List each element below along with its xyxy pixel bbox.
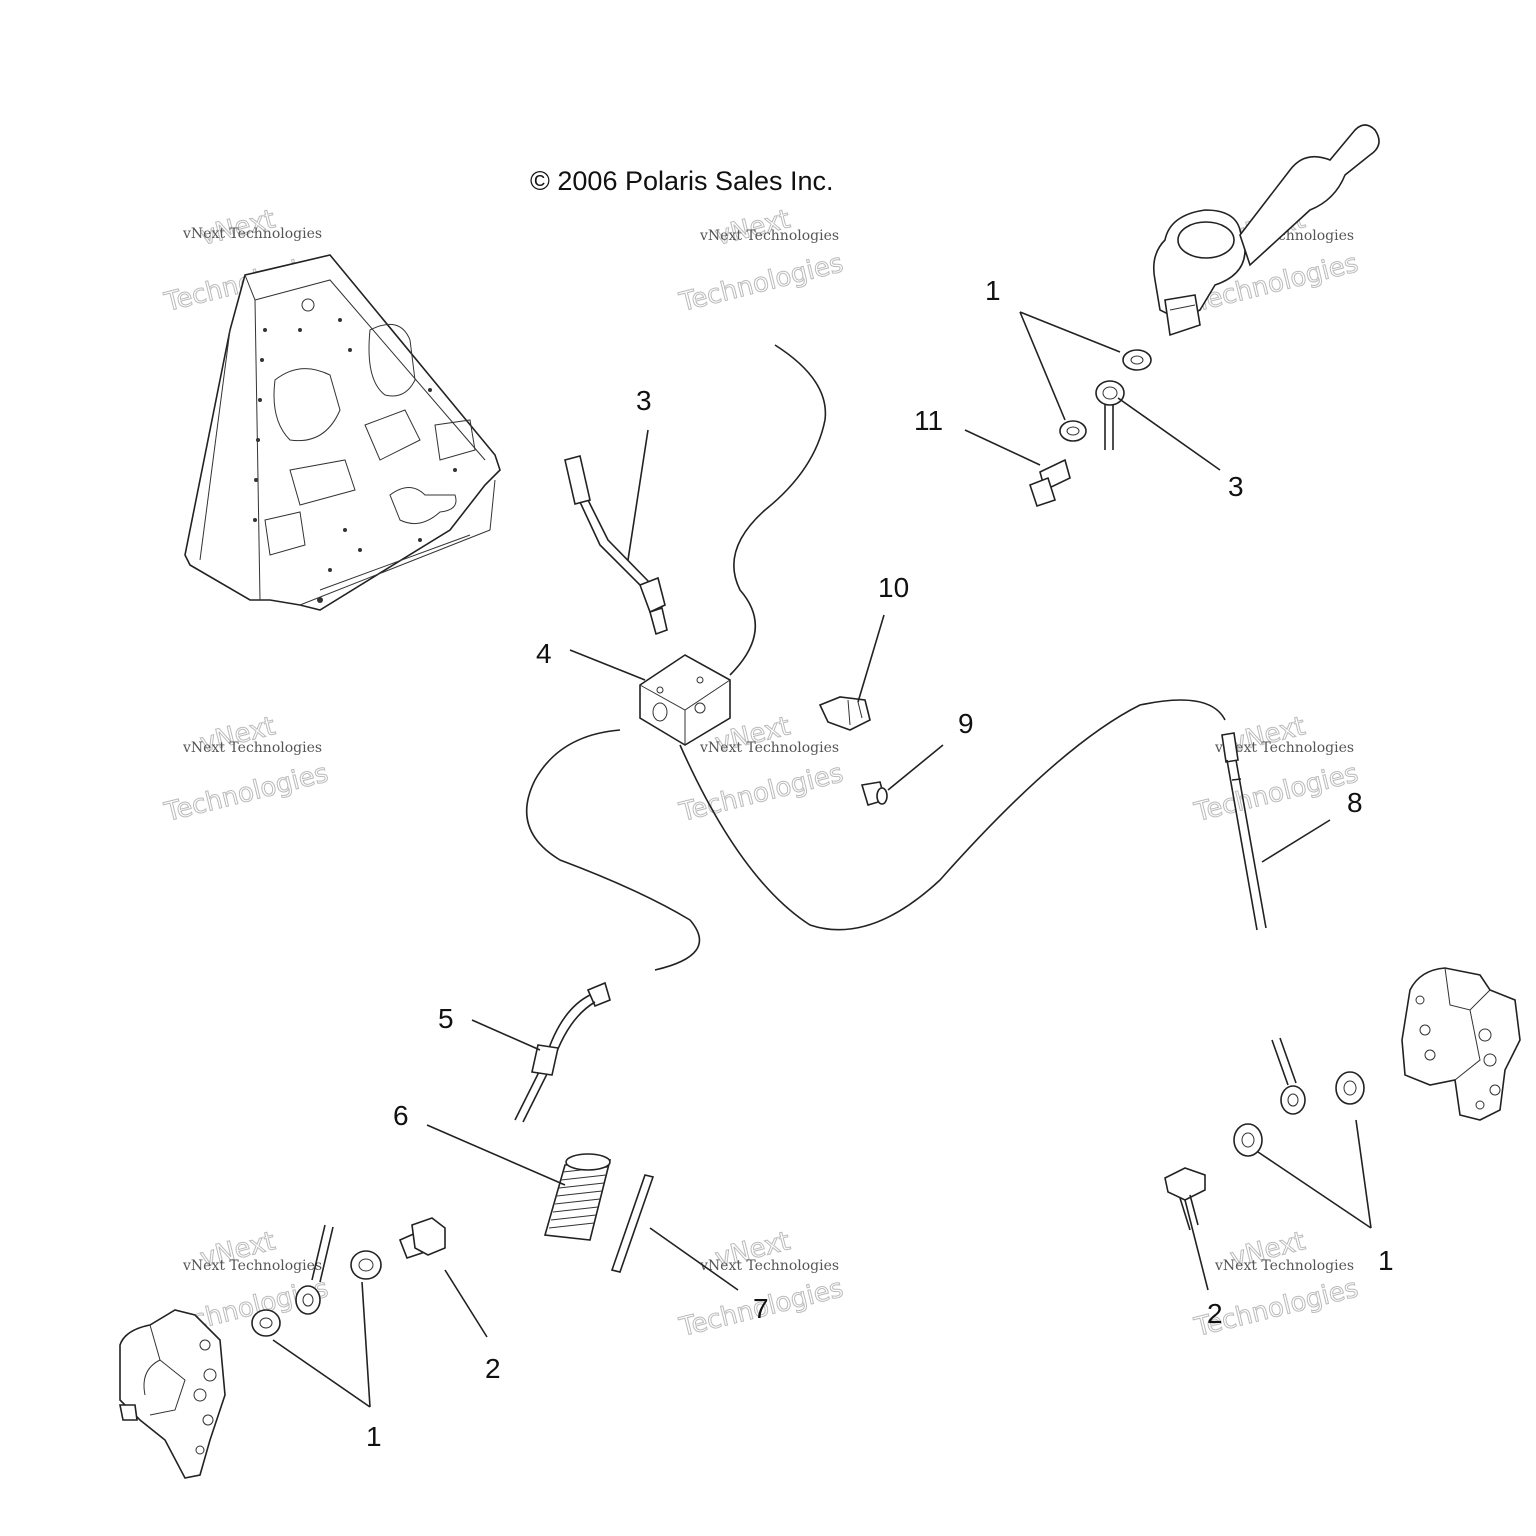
- banjo-bolt: [1029, 458, 1071, 508]
- watermark-text: vNext Technologies: [182, 226, 322, 242]
- distribution-block: [639, 654, 731, 746]
- caliper-hose-right: [1271, 1037, 1306, 1115]
- brake-line-stub: [1104, 405, 1114, 450]
- washer: [1335, 1071, 1365, 1105]
- brake-line-lower: [514, 981, 611, 1123]
- washer-hole: [259, 1317, 273, 1329]
- banjo-fitting: [1095, 380, 1125, 406]
- watermark-mid-left: vNext vNext Technologies Technologies: [160, 711, 331, 829]
- callout-label: 11: [914, 405, 943, 436]
- callout-label: 5: [438, 1003, 454, 1034]
- leader-lines: [272, 311, 1372, 1408]
- watermark-text-outline: Technologies: [1191, 758, 1361, 828]
- callout-label: 2: [1207, 1298, 1223, 1329]
- bolt-9: [860, 781, 888, 806]
- washer: [251, 1309, 281, 1337]
- watermark-bottom-center: vNext vNext Technologies Technologies: [675, 1226, 846, 1344]
- washer: [1233, 1123, 1263, 1157]
- callout-label: 3: [636, 385, 652, 416]
- caliper-hose-left: [295, 1224, 334, 1315]
- callout-label: 1: [985, 275, 1001, 306]
- callout-label: 3: [1228, 471, 1244, 502]
- watermark-text: vNext Technologies: [1214, 740, 1354, 756]
- washer-hole: [1241, 1132, 1255, 1148]
- watermark-mid-right: vNext vNext Technologies Technologies: [1190, 711, 1361, 829]
- brake-line-curve-top: [729, 344, 827, 676]
- callout-label: 1: [1378, 1245, 1394, 1276]
- watermark-text-outline: Technologies: [676, 248, 846, 318]
- callout-label: 8: [1347, 787, 1363, 818]
- watermark-text-outline: Technologies: [676, 758, 846, 828]
- watermark-text: vNext Technologies: [699, 228, 839, 244]
- watermark-text: vNext Technologies: [699, 740, 839, 756]
- bolt-left: [398, 1217, 446, 1259]
- washer: [1059, 420, 1087, 442]
- brake-line-upper: [564, 455, 668, 636]
- washer-hole: [1066, 426, 1080, 436]
- watermark-text: vNext Technologies: [182, 740, 322, 756]
- spring: [543, 1153, 612, 1241]
- copyright-text: © 2006 Polaris Sales Inc.: [530, 166, 834, 196]
- callout-label: 6: [393, 1100, 409, 1131]
- washer-hole: [358, 1258, 374, 1272]
- callout-label: 1: [366, 1421, 382, 1452]
- callout-label: 10: [878, 572, 909, 603]
- watermark-text: vNext Technologies: [1214, 1258, 1354, 1274]
- callout-label: 2: [485, 1353, 501, 1384]
- banjo-fitting-hole: [1102, 386, 1118, 400]
- caliper-right: [1401, 967, 1521, 1121]
- callout-label: 7: [753, 1293, 769, 1324]
- brake-line-curve-right: [679, 699, 1226, 931]
- brake-line-curve-left: [525, 729, 701, 971]
- washer: [1122, 349, 1152, 371]
- caliper-left: [119, 1309, 226, 1479]
- watermark-text: vNext Technologies: [699, 1258, 839, 1274]
- bracket-panel: [184, 254, 501, 611]
- washer-hole: [1343, 1080, 1357, 1096]
- pin: [610, 1174, 655, 1273]
- bolt-right: [1164, 1167, 1206, 1231]
- watermark-top-center: vNext vNext Technologies Technologies: [675, 204, 846, 319]
- fitting-10: [818, 696, 871, 731]
- watermark-text: vNext Technologies: [182, 1258, 322, 1274]
- washer-hole: [1130, 355, 1144, 365]
- callout-label: 9: [958, 708, 974, 739]
- brake-line-right: [1221, 732, 1267, 931]
- callout-label: 4: [536, 638, 552, 669]
- washer: [350, 1250, 382, 1280]
- watermark-text-outline: Technologies: [161, 758, 331, 828]
- master-cylinder: [1152, 124, 1380, 337]
